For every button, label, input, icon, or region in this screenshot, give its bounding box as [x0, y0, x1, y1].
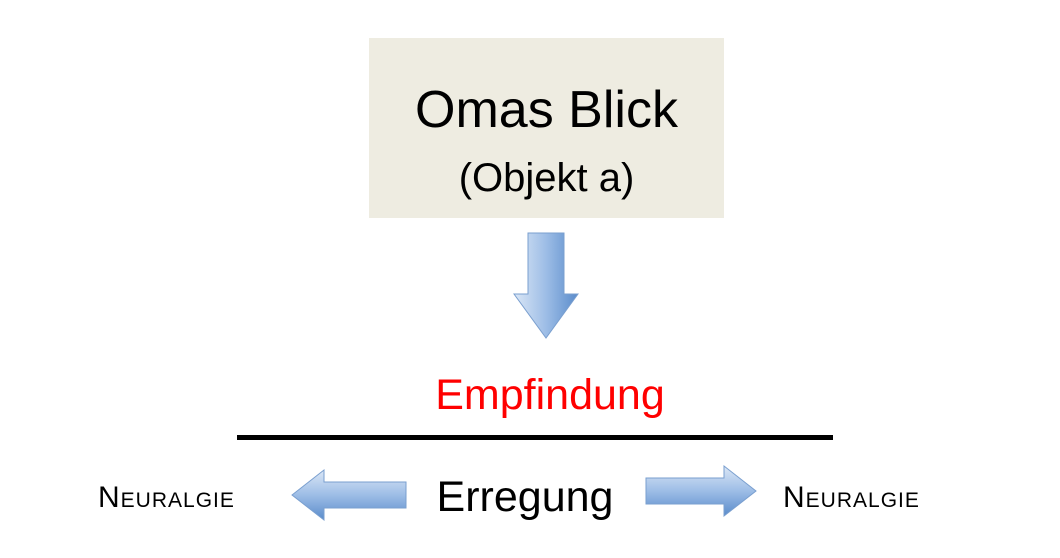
object-box: Omas Blick (Objekt a): [369, 38, 724, 218]
down-arrow-icon: [513, 232, 579, 339]
neuralgie-right-label: Neuralgie: [783, 481, 920, 514]
left-arrow-icon: [291, 468, 407, 522]
box-subtitle: (Objekt a): [458, 156, 635, 200]
erregung-label: Erregung: [436, 473, 614, 521]
divider-line: [237, 435, 833, 440]
box-title: Omas Blick: [415, 81, 678, 139]
neuralgie-left-label: Neuralgie: [98, 481, 235, 514]
empfindung-label: Empfindung: [435, 371, 665, 419]
right-arrow-icon: [645, 464, 757, 518]
